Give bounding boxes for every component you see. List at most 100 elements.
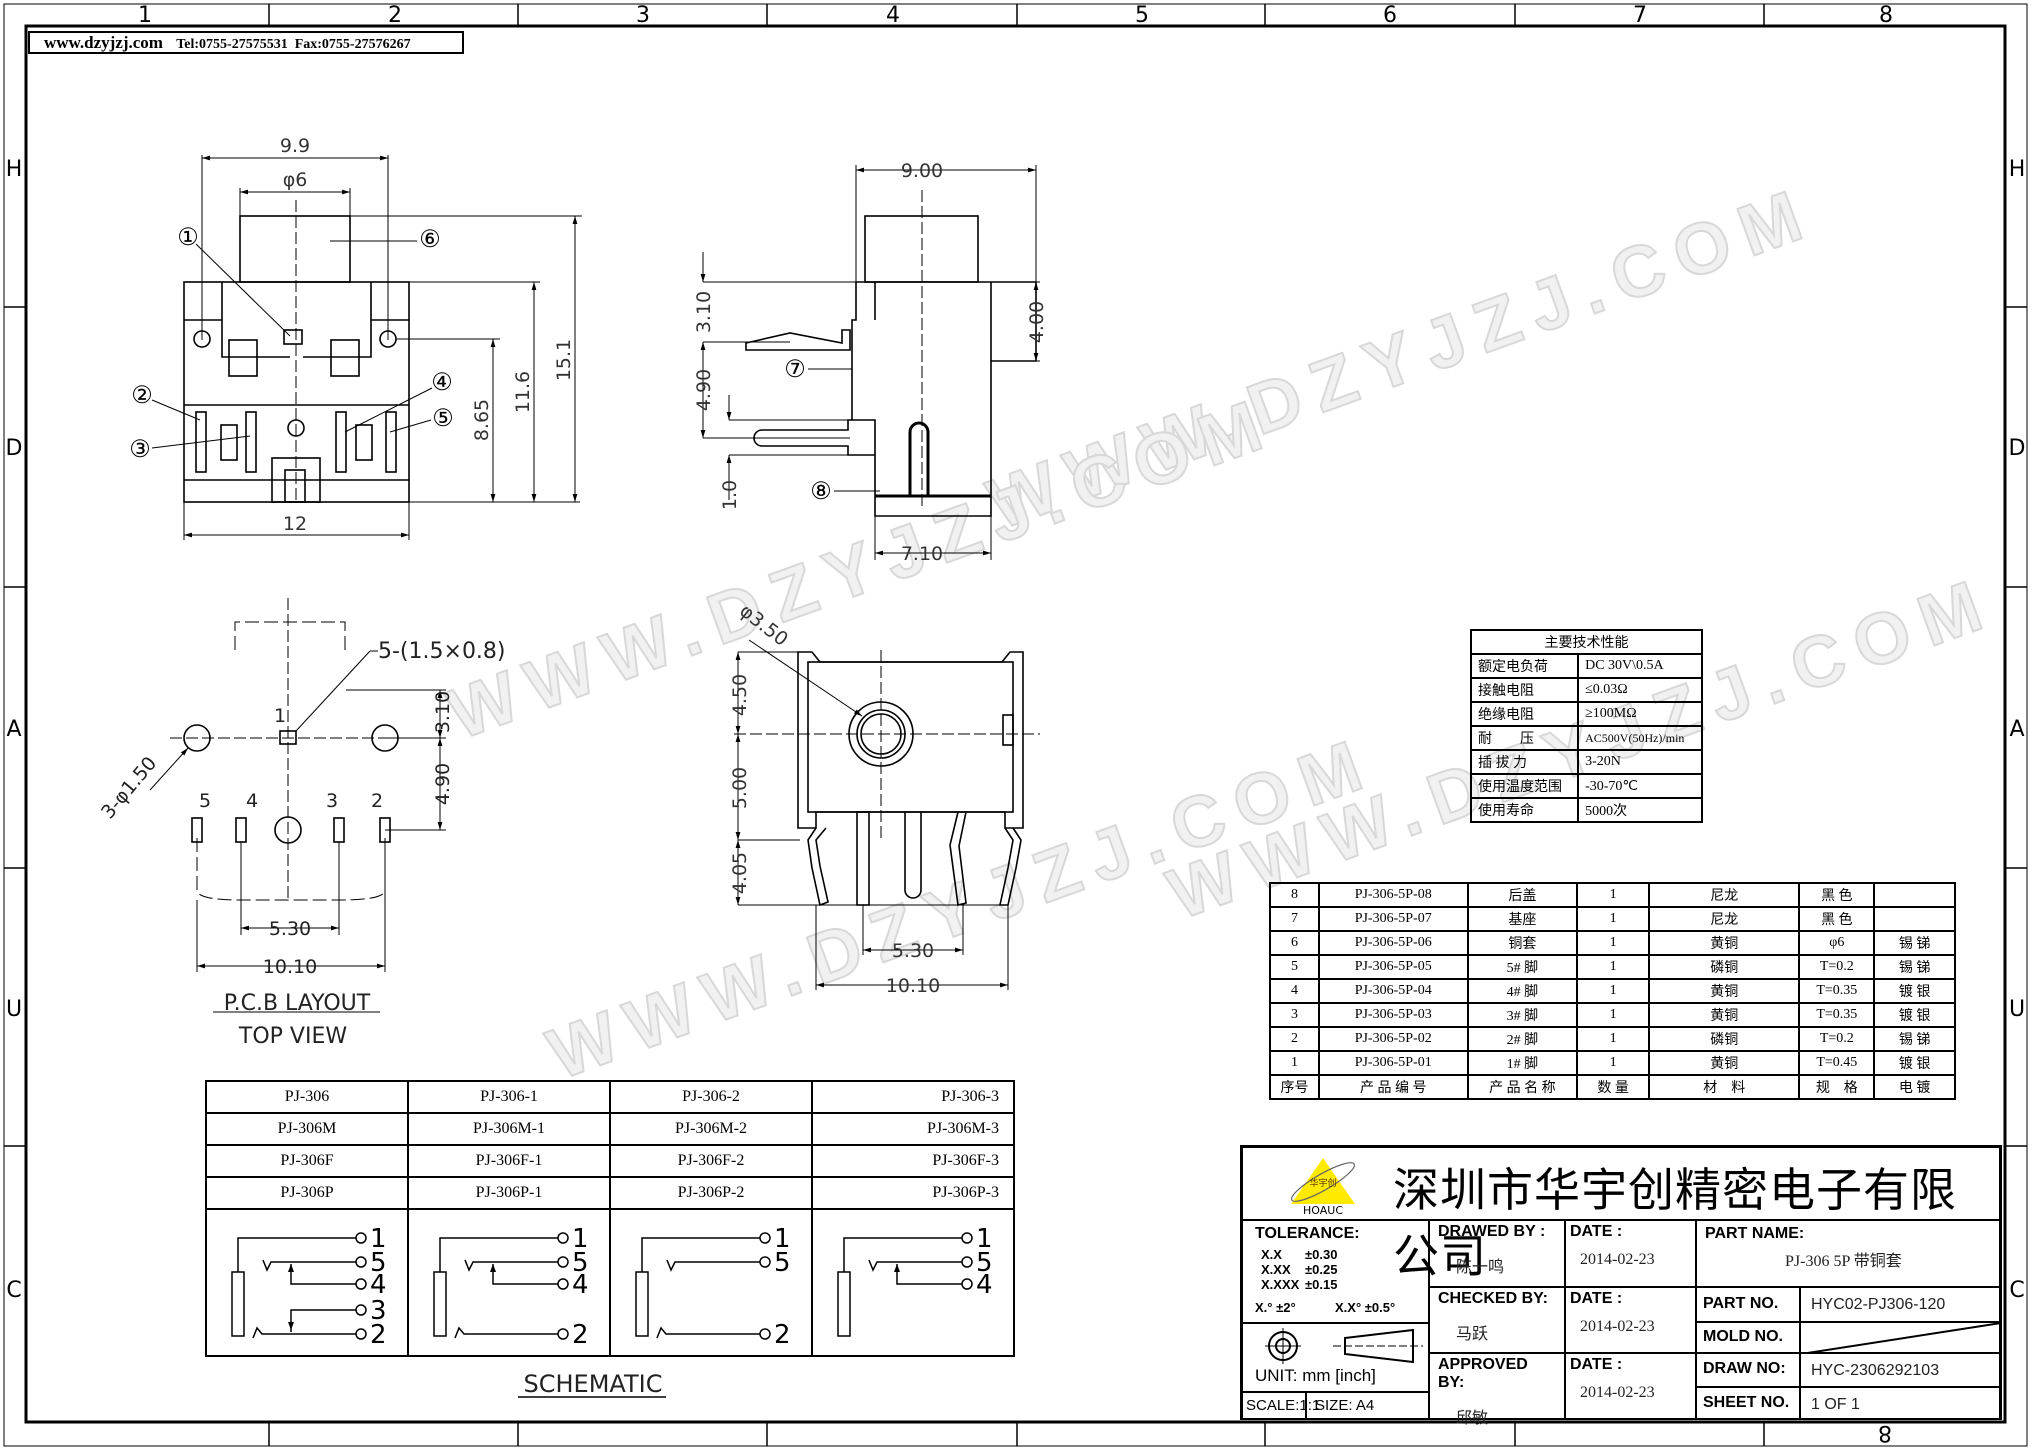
svg-text:2: 2 bbox=[388, 3, 402, 28]
table-row: 使用温度范围-30-70℃ bbox=[1469, 773, 1703, 799]
draw-no: HYC-2306292103 bbox=[1800, 1353, 2000, 1387]
dim-5.30: 5.30 bbox=[269, 918, 311, 940]
callout-4: ④ bbox=[431, 368, 453, 396]
callout-8: ⑧ bbox=[810, 477, 832, 505]
sheet-no: 1 OF 1 bbox=[1800, 1387, 2000, 1420]
table-cell: 规 格 bbox=[1798, 1074, 1876, 1100]
callout-6: ⑥ bbox=[419, 225, 441, 253]
table-cell: 1 bbox=[1576, 954, 1651, 980]
model-cell: PJ-306F bbox=[205, 1144, 409, 1178]
model-cell: PJ-306 bbox=[205, 1080, 409, 1114]
website-link[interactable]: www.dzyjzj.com bbox=[44, 33, 163, 52]
projection-symbol-icon bbox=[1265, 1328, 1423, 1364]
table-cell: 1# 脚 bbox=[1466, 1050, 1579, 1076]
pin-terminal bbox=[355, 1328, 367, 1340]
table-cell: T=0.45 bbox=[1798, 1050, 1876, 1076]
svg-text:6: 6 bbox=[1383, 3, 1397, 28]
svg-text:A: A bbox=[2009, 717, 2024, 742]
table-cell: 尼龙 bbox=[1648, 882, 1801, 908]
pcb-pin-5: 5 bbox=[199, 790, 211, 812]
table-cell: PJ-306-5P-01 bbox=[1317, 1050, 1469, 1076]
table-row: 绝缘电阻≥100MΩ bbox=[1469, 701, 1703, 727]
svg-text:5: 5 bbox=[1135, 3, 1149, 28]
table-cell bbox=[1873, 906, 1956, 932]
drawing-frame bbox=[3, 3, 2028, 1447]
svg-text:1: 1 bbox=[138, 3, 152, 28]
pcb-title: P.C.B LAYOUT bbox=[224, 991, 371, 1016]
table-cell: 材 料 bbox=[1648, 1074, 1801, 1100]
spec-title: 主要技术性能 bbox=[1470, 629, 1703, 655]
table-cell: 1 bbox=[1576, 930, 1651, 956]
table-cell: 7 bbox=[1269, 906, 1320, 932]
fax: Fax:0755-27576267 bbox=[294, 37, 411, 52]
svg-text:4: 4 bbox=[886, 3, 900, 28]
dim-15.1: 15.1 bbox=[553, 339, 575, 381]
approved-by: APPROVED BY:邱敏 bbox=[1429, 1353, 1565, 1427]
table-cell: 黑 色 bbox=[1798, 882, 1876, 908]
dim-9.9: 9.9 bbox=[280, 135, 310, 157]
svg-text:C: C bbox=[6, 1278, 21, 1303]
table-cell: 数 量 bbox=[1576, 1074, 1651, 1100]
callout-7: ⑦ bbox=[784, 355, 806, 383]
pcb-layout bbox=[149, 598, 446, 1013]
part-no: HYC02-PJ306-120 bbox=[1800, 1287, 2000, 1322]
pin-label: 1 bbox=[976, 1224, 993, 1254]
table-cell: 1 bbox=[1576, 882, 1651, 908]
pcb-pin-3: 3 bbox=[326, 790, 338, 812]
dim-3.10: 3.10 bbox=[432, 691, 454, 733]
table-cell: 3# 脚 bbox=[1466, 1002, 1579, 1028]
model-cell: PJ-306M-1 bbox=[407, 1112, 611, 1146]
pin-label: 2 bbox=[572, 1320, 589, 1350]
svg-text:U: U bbox=[6, 997, 22, 1022]
table-cell: PJ-306-5P-08 bbox=[1317, 882, 1469, 908]
table-cell: T=0.2 bbox=[1798, 954, 1876, 980]
pin-terminal bbox=[557, 1232, 569, 1244]
table-cell: 1 bbox=[1269, 1050, 1320, 1076]
svg-text:D: D bbox=[2009, 436, 2026, 461]
pin-label: 4 bbox=[976, 1270, 993, 1300]
pin-terminal bbox=[355, 1256, 367, 1268]
title-block: 华宇创 HOAUC 深圳市华宇创精密电子有限公司 TOLERANCE: X.X±… bbox=[1240, 1145, 2002, 1427]
date-approved: DATE :2014-02-23 bbox=[1565, 1353, 1696, 1420]
svg-text:HOAUC: HOAUC bbox=[1303, 1204, 1343, 1214]
date-drawed: DATE :2014-02-23 bbox=[1565, 1220, 1696, 1287]
model-cell: PJ-306P-1 bbox=[407, 1176, 611, 1210]
table-row: 接触电阻≤0.03Ω bbox=[1469, 677, 1703, 703]
pcb-pin-2: 2 bbox=[371, 790, 383, 812]
dim-7.10: 7.10 bbox=[901, 543, 943, 565]
table-cell: 镀 银 bbox=[1873, 978, 1956, 1004]
table-cell: 2 bbox=[1269, 1026, 1320, 1052]
table-cell: 锡 锑 bbox=[1873, 1026, 1956, 1052]
company-logo: 华宇创 HOAUC bbox=[1290, 1158, 1356, 1214]
model-cell: PJ-306F-3 bbox=[811, 1144, 1015, 1178]
table-cell: 磷铜 bbox=[1648, 954, 1801, 980]
table-cell: 4 bbox=[1269, 978, 1320, 1004]
svg-text:3: 3 bbox=[636, 3, 650, 28]
pin-label: 5 bbox=[572, 1248, 589, 1278]
svg-text:D: D bbox=[6, 436, 23, 461]
pin-terminal bbox=[355, 1278, 367, 1290]
table-cell: 1 bbox=[1576, 978, 1651, 1004]
pin-terminal bbox=[961, 1256, 973, 1268]
svg-text:H: H bbox=[2009, 157, 2026, 182]
table-cell: T=0.35 bbox=[1798, 978, 1876, 1004]
table-cell: PJ-306-5P-06 bbox=[1317, 930, 1469, 956]
pin-terminal bbox=[355, 1304, 367, 1316]
dim-10.10: 10.10 bbox=[886, 975, 940, 997]
table-cell: 基座 bbox=[1466, 906, 1579, 932]
table-cell: T=0.35 bbox=[1798, 1002, 1876, 1028]
watermark: WWW.DZYJZJ.COM bbox=[438, 382, 1285, 755]
pin-label: 1 bbox=[370, 1224, 387, 1254]
table-cell: 黄铜 bbox=[1648, 978, 1801, 1004]
dim-4.00: 4.00 bbox=[1026, 301, 1048, 343]
pin-label: 5 bbox=[370, 1248, 387, 1278]
